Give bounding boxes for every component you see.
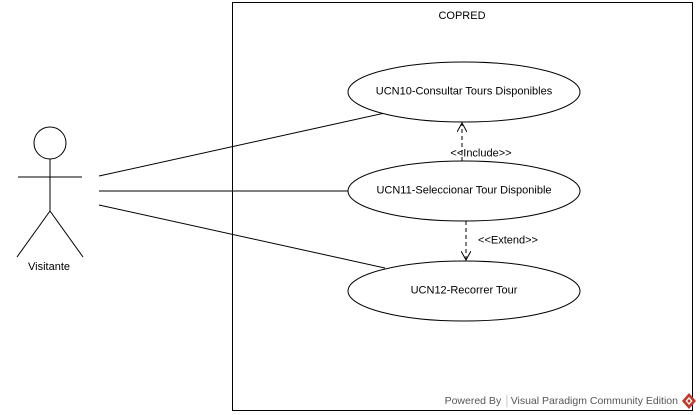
watermark: Powered By │Visual Paradigm Community Ed… [445,395,678,407]
actor-label: Visitante [28,261,70,273]
actor-right-leg [49,210,84,258]
use-case-label-uc11: UCN11-Seleccionar Tour Disponible [376,184,552,197]
extend-stereotype-label: <<Extend>> [478,234,538,247]
use-case-label-uc12: UCN12-Recorrer Tour [410,284,518,297]
actor-head [33,126,67,160]
visual-paradigm-logo-icon [682,393,696,409]
association-uc12[interactable] [98,204,386,269]
use-case-uc12[interactable] [347,260,581,322]
watermark-powered-by: Powered By [444,395,502,407]
system-boundary[interactable] [232,2,693,411]
system-title: COPRED [438,10,486,22]
actor-left-leg [16,210,51,258]
use-case-label-uc10: UCN10-Consultar Tours Disponibles [375,85,553,98]
actor-visitante[interactable] [16,126,84,258]
include-stereotype-label: <<Include>> [450,147,512,160]
use-case-uc11[interactable] [347,160,581,222]
watermark-product: Visual Paradigm Community Edition [510,395,678,407]
association-uc10[interactable] [98,112,386,177]
watermark-separator: │ [504,395,511,407]
